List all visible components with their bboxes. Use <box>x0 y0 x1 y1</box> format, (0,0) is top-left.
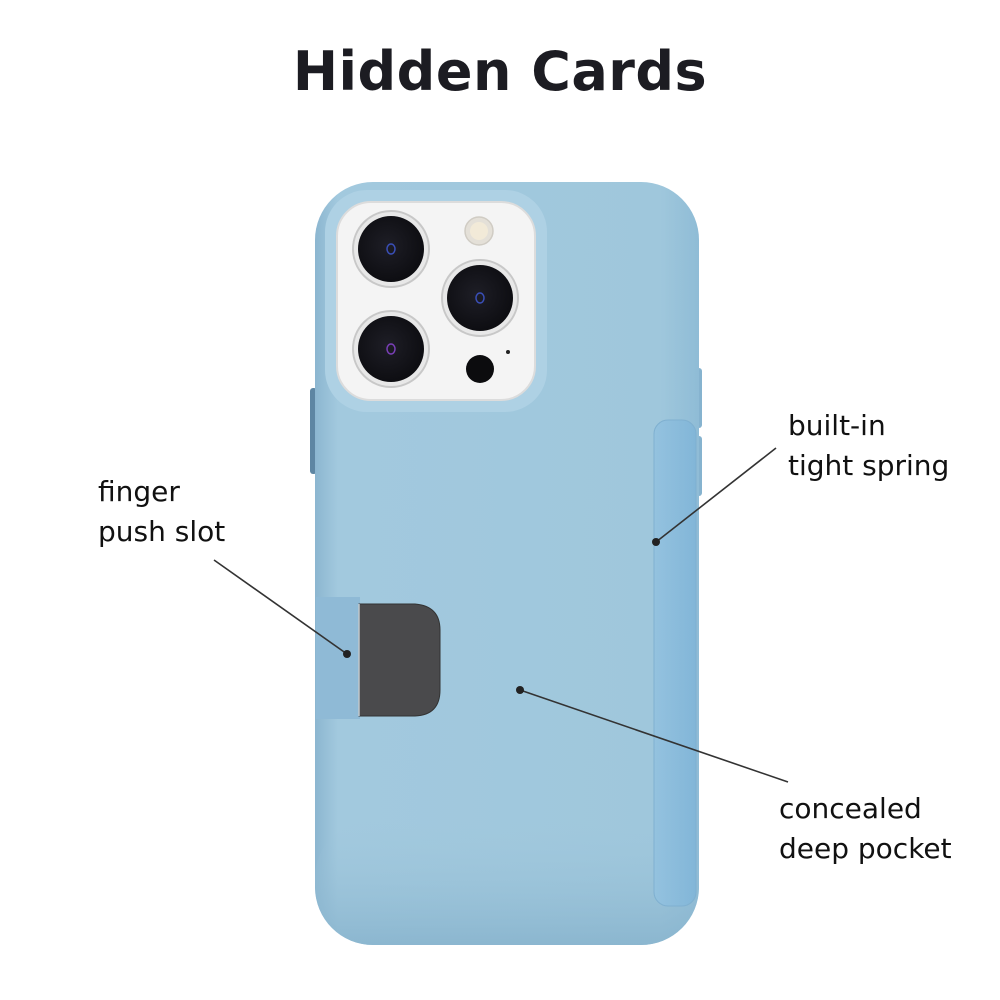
callout-finger-push-slot: finger push slot <box>98 472 225 552</box>
lens-bottom-left <box>352 310 430 388</box>
callout-line-1: built-in <box>788 409 886 442</box>
callout-concealed-deep-pocket: concealed deep pocket <box>779 789 952 869</box>
spring-panel <box>653 419 697 907</box>
page-title: Hidden Cards <box>292 40 708 103</box>
lidar-sensor <box>466 355 494 383</box>
card-visible <box>358 603 441 717</box>
leader-line-finger-push-slot <box>213 559 351 658</box>
callout-line-1: finger <box>98 475 180 508</box>
microphone-dot <box>506 350 510 354</box>
leader-line-built-in-tight-spring <box>652 447 777 546</box>
finger-push-slot <box>316 597 360 719</box>
callout-line-2: tight spring <box>788 449 950 482</box>
flash <box>464 216 494 246</box>
callout-line-1: concealed <box>779 792 922 825</box>
callout-built-in-tight-spring: built-in tight spring <box>788 406 949 486</box>
callout-line-2: push slot <box>98 515 226 548</box>
leader-line-concealed-deep-pocket <box>516 686 789 783</box>
lens-top-left <box>352 210 430 288</box>
callout-line-2: deep pocket <box>779 832 952 865</box>
lens-right <box>441 259 519 337</box>
